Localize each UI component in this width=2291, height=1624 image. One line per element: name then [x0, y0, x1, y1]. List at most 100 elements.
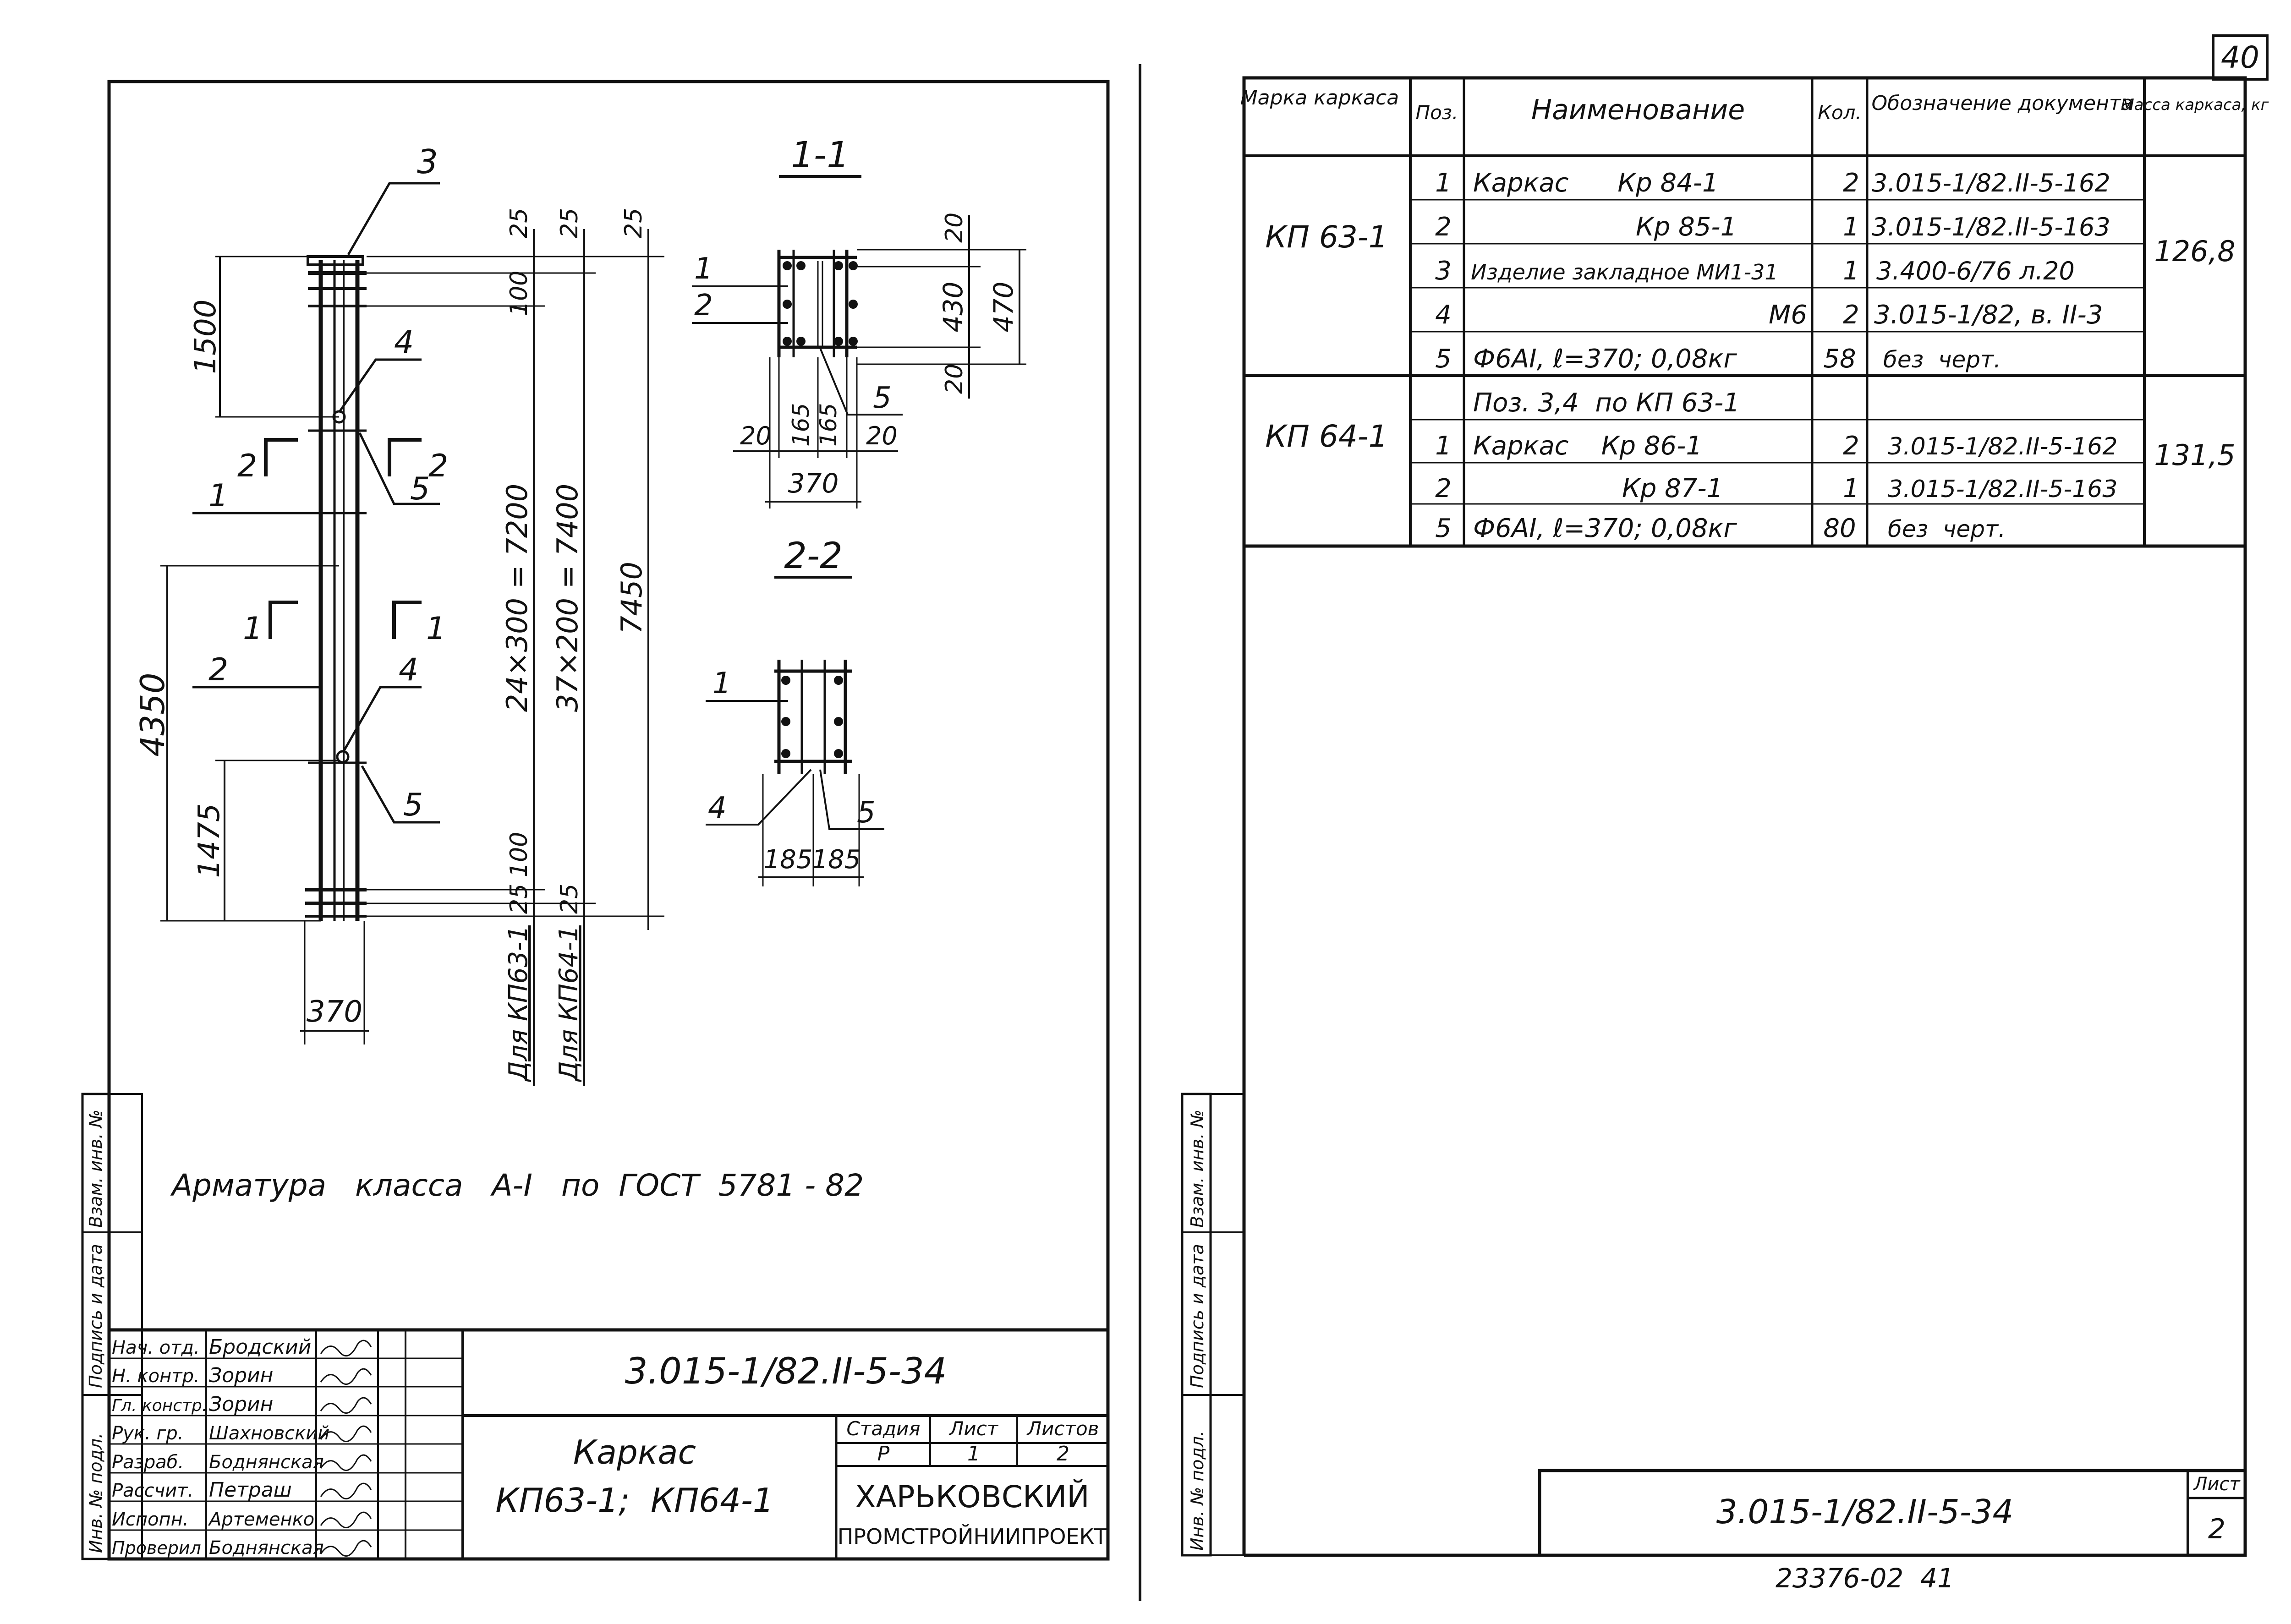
- row-doc: 3.015-1/82.II-5-162: [1872, 169, 2110, 197]
- row-pos: 3: [1435, 256, 1452, 286]
- role-label: Гл. констр.: [112, 1396, 207, 1415]
- org-line2: ПРОМСТРОЙНИИПРОЕКТ: [838, 1524, 1107, 1549]
- sheet-value: 1: [967, 1442, 980, 1465]
- reinforcement-note: Арматура класса А-I по ГОСТ 5781 - 82: [170, 1168, 864, 1203]
- role-label: Испопн.: [112, 1509, 189, 1530]
- role-name: Бродский: [209, 1335, 311, 1359]
- callout-4-bottom: 4: [399, 652, 418, 688]
- section-mark-2-left: 2: [237, 448, 257, 484]
- header-mass: Масса каркаса, кг: [2121, 96, 2269, 114]
- row-doc: 3.015-1/82.II-5-163: [1888, 476, 2117, 503]
- table-row: 1 Каркас Кр 84-1 2 3.015-1/82.II-5-162: [1435, 168, 2110, 198]
- callout-5-top: 5: [410, 471, 430, 507]
- row-qty: 58: [1823, 344, 1856, 374]
- row-name: Ф6АI, ℓ=370; 0,08кг: [1473, 514, 1737, 543]
- section-1-1: 1-1 1 2 5: [692, 135, 1026, 509]
- role-name: Шахновский: [209, 1423, 329, 1444]
- group-mark: КП 63-1: [1265, 219, 1387, 255]
- right-title-strip: 3.015-1/82.II-5-34 Лист 2: [1538, 1469, 2247, 1557]
- table-row: 4 М6 2 3.015-1/82, в. II-3: [1435, 300, 2103, 330]
- table-row: 5 Ф6АI, ℓ=370; 0,08кг 80 без черт.: [1435, 514, 2006, 543]
- table-row: 3 Изделие закладное МИ1-31 1 3.400-6/76 …: [1435, 256, 2075, 286]
- table-row: 2 Кр 85-1 1 3.015-1/82.II-5-163: [1435, 212, 2110, 242]
- s22-callout-1: 1: [713, 667, 731, 700]
- right-side-stamp: Взам. инв. № Подпись и дата Инв. № подл.: [1181, 1093, 1245, 1557]
- role-label: Рассчит.: [112, 1480, 193, 1501]
- row-qty: 1: [1843, 474, 1859, 503]
- row-doc: без черт.: [1888, 516, 2006, 542]
- table-row: 5 Ф6АI, ℓ=370; 0,08кг 58 без черт.: [1435, 344, 2001, 374]
- row-pos: 5: [1435, 514, 1452, 543]
- row-pos: 4: [1435, 300, 1452, 330]
- dim-7450: 7450: [615, 562, 648, 634]
- role-name: Петраш: [209, 1478, 292, 1502]
- archive-number: 23376-02 41: [1776, 1563, 1954, 1594]
- header-qty: Кол.: [1818, 101, 1862, 124]
- dim-25-c: 25: [620, 208, 647, 238]
- callout-4-top: 4: [394, 324, 414, 361]
- role-name: Артеменко: [208, 1509, 314, 1530]
- table-row: 2 Кр 87-1 1 3.015-1/82.II-5-163: [1435, 474, 2117, 503]
- row-qty: 2: [1843, 300, 1859, 330]
- sheet-header: Лист: [948, 1417, 999, 1440]
- label-for-kp64: Для КП64-1: [554, 925, 584, 1083]
- sheets-header: Листов: [1026, 1417, 1099, 1440]
- table-row: 1 Каркас Кр 86-1 2 3.015-1/82.II-5-162: [1435, 431, 2117, 461]
- s22-callout-4: 4: [708, 791, 727, 825]
- left-stamp-inv-orig: Инв. № подл.: [86, 1433, 106, 1553]
- row-name: Кр 85-1: [1636, 212, 1737, 242]
- spec-table: Марка каркаса Поз. Наименование Кол. Обо…: [1240, 76, 2269, 548]
- role-name: Зорин: [209, 1393, 273, 1416]
- page-number: 40: [2221, 40, 2259, 75]
- group-mass: 126,8: [2154, 235, 2236, 268]
- page-number-box: 40: [2212, 34, 2269, 81]
- role-label: Проверил: [112, 1538, 201, 1558]
- dim-1500: 1500: [189, 300, 223, 374]
- section-mark-1-right: 1: [426, 611, 446, 647]
- row-qty: 2: [1843, 168, 1859, 198]
- left-sheet: 3 4 2 2 5 1 1 1 2 4: [81, 80, 1110, 1561]
- row-name: Ф6АI, ℓ=370; 0,08кг: [1473, 344, 1737, 374]
- header-doc: Обозначение документа: [1872, 92, 2133, 115]
- row-qty: 1: [1843, 212, 1859, 242]
- roles-list: Нач. отд. Бродский Н. контр. Зорин Гл. к…: [112, 1335, 329, 1558]
- role-label: Разраб.: [112, 1452, 184, 1473]
- group-mark: КП 64-1: [1265, 419, 1387, 454]
- title-name-line1: Каркас: [573, 1433, 696, 1471]
- dim-24x300: 24×300 = 7200: [500, 484, 534, 712]
- callout-1: 1: [208, 478, 228, 514]
- right-stamp-replace-inv: Взам. инв. №: [1187, 1110, 1207, 1228]
- dim-100-a: 100: [505, 271, 533, 316]
- dim-25-b: 25: [556, 208, 583, 238]
- callout-3: 3: [417, 142, 438, 181]
- section-2-2: 2-2 1 4 5 185 185: [706, 536, 884, 886]
- role-name: Боднянская: [209, 1452, 324, 1473]
- mounting-loop-bottom: [336, 750, 350, 764]
- dim-370-bottom: 370: [307, 995, 362, 1029]
- header-name: Наименование: [1531, 94, 1745, 126]
- row-doc: 3.015-1/82.II-5-162: [1888, 433, 2117, 460]
- row-name: Каркас Кр 86-1: [1473, 431, 1702, 461]
- role-label: Нач. отд.: [112, 1337, 200, 1358]
- left-doc-code: 3.015-1/82.II-5-34: [625, 1351, 947, 1392]
- row-pos: 2: [1435, 474, 1452, 503]
- section-mark-1-left: 1: [243, 611, 263, 647]
- callout-2: 2: [208, 652, 228, 688]
- section-2-2-title: 2-2: [784, 536, 842, 577]
- s11-dim-20-bottom: 20: [941, 364, 968, 394]
- s11-dim-430: 430: [937, 282, 969, 333]
- row-qty: 1: [1843, 256, 1859, 286]
- left-title-block: Нач. отд. Бродский Н. контр. Зорин Гл. к…: [107, 1328, 1110, 1561]
- section-1-1-title: 1-1: [791, 135, 849, 176]
- role-name: Зорин: [209, 1364, 273, 1387]
- dim-4350: 4350: [133, 673, 172, 756]
- group-kp63-1: КП 63-1 126,8 1 Каркас Кр 84-1 2 3.015-1…: [1265, 168, 2235, 374]
- row-pos: 2: [1435, 212, 1452, 242]
- dim-37x200: 37×200 = 7400: [551, 484, 584, 712]
- right-sheet-number: 2: [2208, 1513, 2225, 1545]
- s11-dim-20-top: 20: [941, 213, 968, 243]
- s11-callout-5: 5: [873, 381, 892, 415]
- s22-callout-5: 5: [857, 796, 876, 830]
- row-doc: 3.400-6/76 л.20: [1876, 257, 2075, 285]
- s11-dim-370: 370: [788, 468, 839, 499]
